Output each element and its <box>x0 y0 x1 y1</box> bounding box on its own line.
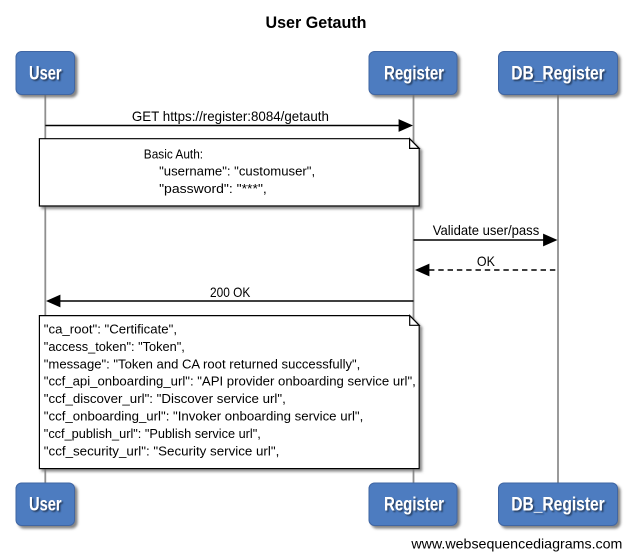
svg-text:Register: Register <box>384 63 444 84</box>
svg-text:"username": "customuser",: "username": "customuser", <box>159 164 315 179</box>
svg-text:DB_Register: DB_Register <box>511 495 605 516</box>
svg-text:"ccf_security_url": "Security: "ccf_security_url": "Security service ur… <box>44 443 279 458</box>
svg-text:www.websequencediagrams.com: www.websequencediagrams.com <box>410 536 622 552</box>
svg-text:User: User <box>29 495 62 516</box>
svg-text:"ccf_onboarding_url": "Invoker: "ccf_onboarding_url": "Invoker onboardin… <box>44 409 364 424</box>
svg-text:"password": "***",: "password": "***", <box>159 181 267 196</box>
svg-text:DB_Register: DB_Register <box>511 63 605 84</box>
svg-text:"ca_root": "Certificate",: "ca_root": "Certificate", <box>44 322 177 337</box>
svg-text:"access_token": "Token",: "access_token": "Token", <box>44 339 185 354</box>
svg-text:"ccf_discover_url": "Discover: "ccf_discover_url": "Discover service ur… <box>44 391 286 406</box>
svg-text:"message": "Token and CA root: "message": "Token and CA root returned s… <box>44 356 361 371</box>
svg-text:Register: Register <box>384 495 444 516</box>
svg-text:"ccf_api_onboarding_url": "API: "ccf_api_onboarding_url": "API provider … <box>44 374 416 389</box>
svg-text:Basic Auth:: Basic Auth: <box>144 146 203 161</box>
svg-text:User Getauth: User Getauth <box>266 14 367 32</box>
svg-text:GET https://register:8084/geta: GET https://register:8084/getauth <box>132 108 329 124</box>
svg-text:User: User <box>29 63 62 84</box>
svg-text:"ccf_publish_url": "Publish se: "ccf_publish_url": "Publish service url"… <box>44 426 261 441</box>
svg-text:OK: OK <box>477 253 496 269</box>
svg-text:200 OK: 200 OK <box>210 284 251 300</box>
svg-text:Validate user/pass: Validate user/pass <box>433 222 540 238</box>
